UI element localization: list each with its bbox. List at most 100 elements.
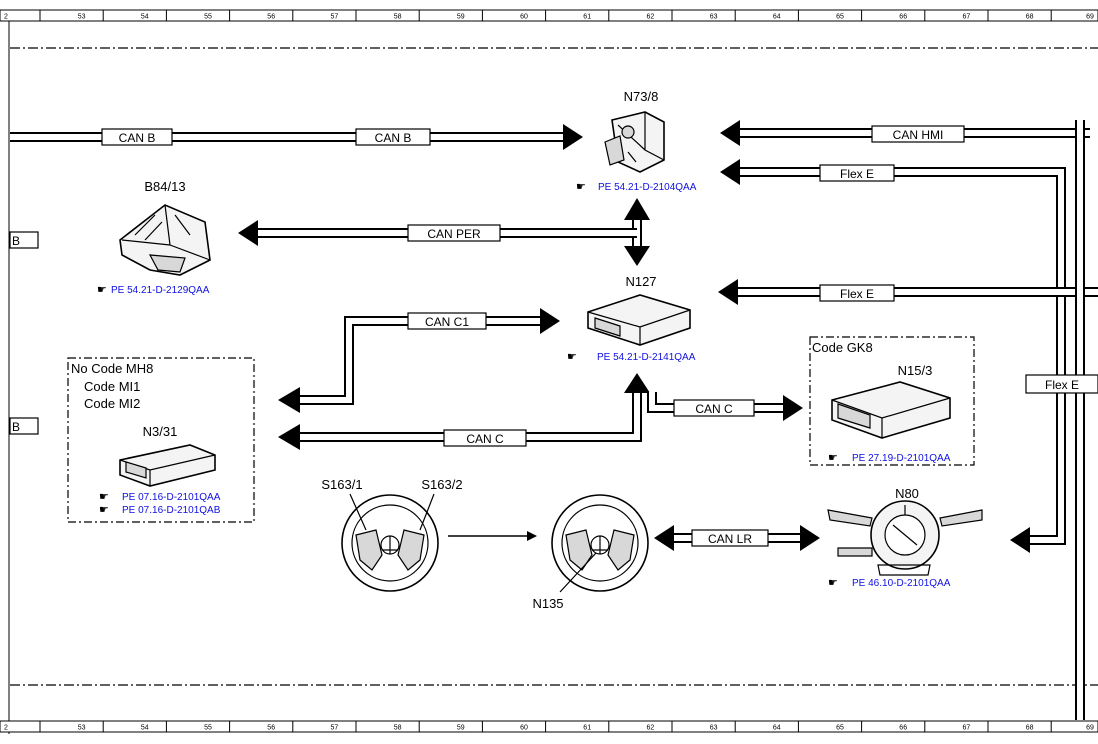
ruler-number: 56	[267, 725, 275, 732]
svg-text:CAN B: CAN B	[119, 131, 156, 145]
engine-control-unit-icon	[119, 444, 216, 487]
signal-can-c1: CAN C1	[407, 312, 487, 330]
signal-can-lr: CAN LR	[691, 529, 769, 547]
reference-pointer-icon: ☛	[567, 351, 577, 363]
signal-edge-b-2: B	[9, 417, 39, 435]
ref-n73-8[interactable]: PE 54.21-D-2104QAA	[598, 182, 697, 193]
ruler-number: 2	[4, 14, 8, 21]
label-s163-2: S163/2	[421, 477, 462, 492]
ref-n127[interactable]: PE 54.21-D-2141QAA	[597, 352, 696, 363]
ruler-number: 2	[4, 725, 8, 732]
ruler-number: 54	[141, 14, 149, 21]
ref-n15-3[interactable]: PE 27.19-D-2101QAA	[852, 453, 951, 464]
steering-wheel-icon	[341, 494, 439, 592]
ruler-number: 53	[78, 725, 86, 732]
ruler-number: 69	[1086, 725, 1094, 732]
svg-text:CAN LR: CAN LR	[708, 532, 752, 546]
code-mh8-line3: Code MI2	[84, 396, 140, 411]
ruler-number: 57	[331, 725, 339, 732]
reference-pointer-icon: ☛	[99, 504, 109, 516]
component-n80: N80 ☛ PE 46.10-D-2101QAA	[827, 486, 983, 589]
code-mh8-line2: Code MI1	[84, 379, 140, 394]
steering-wheel-n135: N135	[532, 494, 649, 611]
reference-pointer-icon: ☛	[576, 181, 586, 193]
svg-text:B: B	[12, 234, 20, 248]
reference-pointer-icon: ☛	[99, 491, 109, 503]
ref-b84-13[interactable]: PE 54.21-D-2129QAA	[111, 285, 210, 296]
ruler-number: 59	[457, 14, 465, 21]
code-box-gk8: Code GK8 N15/3 ☛ PE 27.19-D-2101QAA	[809, 336, 975, 466]
signal-can-c-right: CAN C	[673, 399, 755, 417]
label-b84-13: B84/13	[144, 179, 185, 194]
label-n15-3: N15/3	[898, 363, 933, 378]
ruler-number: 59	[457, 725, 465, 732]
reference-pointer-icon: ☛	[828, 577, 838, 589]
ruler-number: 68	[1026, 14, 1034, 21]
label-n135: N135	[532, 596, 563, 611]
code-box-mh8: No Code MH8 Code MI1 Code MI2 N3/31 ☛ PE…	[67, 357, 255, 523]
signal-can-hmi: CAN HMI	[871, 125, 965, 143]
ref-n3-31-b[interactable]: PE 07.16-D-2101QAB	[122, 505, 221, 516]
ref-n3-31-a[interactable]: PE 07.16-D-2101QAA	[122, 492, 221, 503]
ruler-number: 65	[836, 14, 844, 21]
svg-text:CAN C: CAN C	[695, 402, 733, 416]
transmission-control-icon	[831, 381, 951, 439]
svg-text:Flex E: Flex E	[840, 287, 874, 301]
signal-can-b-1: CAN B	[101, 128, 173, 146]
svg-text:Flex E: Flex E	[840, 167, 874, 181]
label-n3-31: N3/31	[143, 424, 178, 439]
can-b-bus	[10, 124, 583, 150]
component-b84-13: B84/13 ☛ PE 54.21-D-2129QAA	[97, 179, 211, 296]
ruler-number: 68	[1026, 725, 1034, 732]
ruler-number: 58	[394, 14, 402, 21]
ruler-number: 63	[710, 14, 718, 21]
signal-flex-e-side: Flex E	[1025, 374, 1098, 394]
flex-e-mid-bus	[718, 279, 1098, 305]
label-s163-1: S163/1	[321, 477, 362, 492]
component-n73-8: N73/8 PE 54.21-D-2104QAA ☛	[576, 89, 697, 193]
ruler-number: 67	[963, 14, 971, 21]
steering-wheel-icon	[551, 494, 649, 592]
svg-text:B: B	[12, 420, 20, 434]
ruler-number: 60	[520, 725, 528, 732]
code-mh8-line1: No Code MH8	[71, 361, 153, 376]
ruler-number: 58	[394, 725, 402, 732]
ruler-number: 62	[647, 14, 655, 21]
ruler-number: 57	[331, 14, 339, 21]
ignition-switch-icon	[604, 111, 665, 173]
component-n127: N127 ☛ PE 54.21-D-2141QAA	[567, 274, 696, 363]
svg-text:Flex E: Flex E	[1045, 378, 1079, 392]
ruler-number: 56	[267, 14, 275, 21]
reference-pointer-icon: ☛	[97, 284, 107, 296]
ruler-number: 64	[773, 725, 781, 732]
signal-can-b-2: CAN B	[355, 128, 431, 146]
ref-n80[interactable]: PE 46.10-D-2101QAA	[852, 578, 951, 589]
ruler-number: 65	[836, 725, 844, 732]
label-n127: N127	[625, 274, 656, 289]
ruler-number: 66	[899, 725, 907, 732]
svg-text:CAN HMI: CAN HMI	[893, 128, 944, 142]
ruler-number: 67	[963, 725, 971, 732]
ruler-number: 66	[899, 14, 907, 21]
ruler-number: 64	[773, 14, 781, 21]
signal-can-c-left: CAN C	[443, 429, 527, 447]
svg-text:CAN B: CAN B	[375, 131, 412, 145]
ruler-number: 55	[204, 725, 212, 732]
signal-flex-e-mid: Flex E	[819, 284, 895, 302]
can-c-bus	[278, 373, 803, 450]
steering-column-module-icon	[827, 500, 983, 576]
steering-wheel-left: S163/1 S163/2	[321, 477, 463, 592]
ruler-number: 60	[520, 14, 528, 21]
control-module-icon	[587, 294, 691, 346]
svg-text:CAN C: CAN C	[466, 432, 504, 446]
flex-e-top-bus	[720, 159, 1066, 553]
signal-edge-b-1: B	[9, 231, 39, 249]
signal-can-per: CAN PER	[407, 224, 501, 242]
code-gk8-line1: Code GK8	[812, 340, 873, 355]
ruler-number: 63	[710, 725, 718, 732]
ruler-number: 61	[583, 14, 591, 21]
ruler-number: 69	[1086, 14, 1094, 21]
ruler-number: 53	[78, 14, 86, 21]
